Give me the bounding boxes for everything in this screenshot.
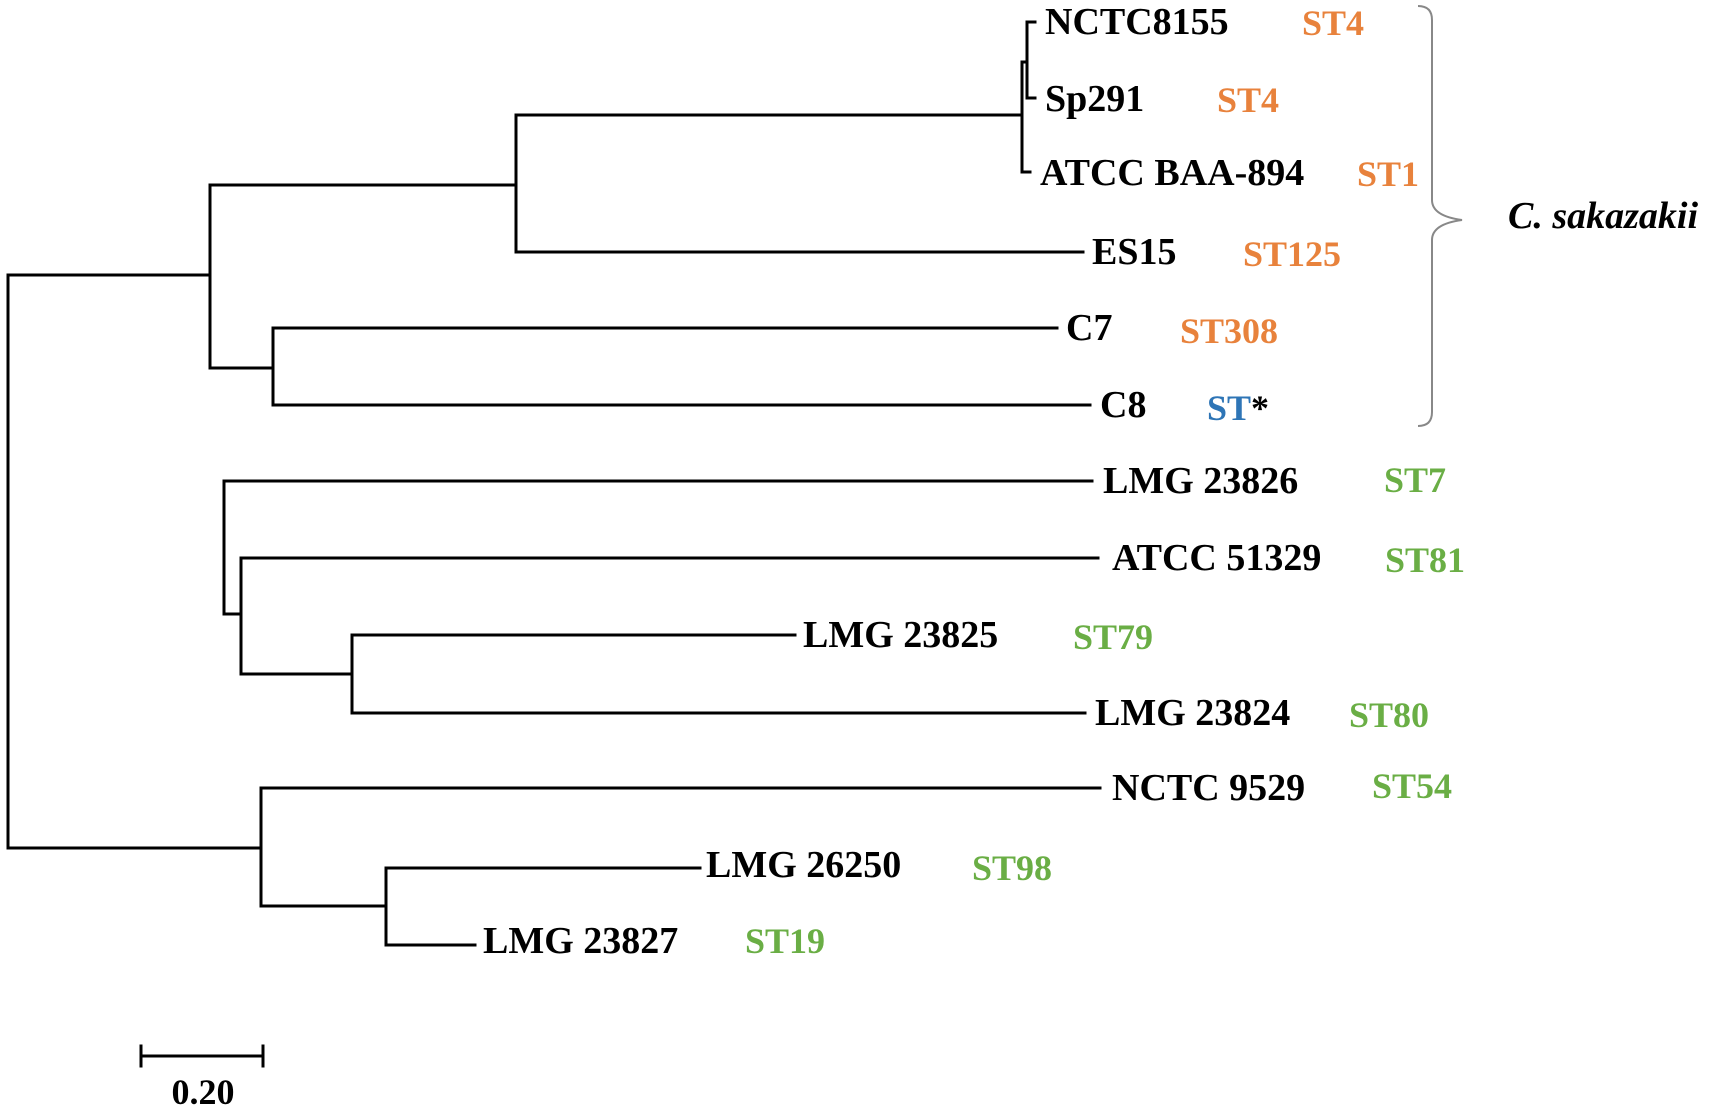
scale-bar-label: 0.20 [172,1072,235,1107]
branch-nctc-sp291 [1025,20,1037,100]
taxon-label: C7 [1066,307,1112,349]
st-label: ST125 [1243,234,1341,274]
st-label: ST4 [1217,80,1279,120]
st-label: ST1 [1357,154,1419,194]
st-label: ST19 [745,921,825,961]
taxon-label: Sp291 [1045,78,1144,120]
st-label: ST7 [1384,460,1446,500]
branch-c7-c8 [271,326,1092,407]
taxon-label: LMG 23824 [1095,692,1290,734]
taxon-label: LMG 23825 [803,614,998,656]
clade-bracket: C. sakazakii [1417,5,1698,427]
taxon-label: ES15 [1092,231,1176,273]
branch-lower-clade-b [259,786,1102,908]
st-label-c8: ST* [1207,388,1269,428]
branch-lower-clade-a [222,479,1094,616]
taxon-label: NCTC8155 [1045,1,1229,43]
st-label: ST79 [1073,617,1153,657]
branch-atcc51329-group [239,556,1100,676]
taxon-label: NCTC 9529 [1112,767,1305,809]
st-label-text: ST [1207,388,1251,428]
st-asterisk: * [1251,388,1269,428]
branch-lmg26250-23827 [384,866,702,947]
st-label: ST80 [1349,695,1429,735]
st-label: ST4 [1302,3,1364,43]
taxon-labels: NCTC8155 ST4 Sp291 ST4 ATCC BAA-894 ST1 … [483,1,1465,962]
branch-sakazakii-clade [208,183,518,370]
root-branch [6,273,263,850]
branch-lmg23825-23824 [350,633,1087,715]
branch-atcc-group [514,113,1085,254]
taxon-label: ATCC 51329 [1112,537,1321,579]
st-label: ST98 [972,848,1052,888]
clade-label: C. sakazakii [1508,195,1698,237]
st-label: ST308 [1180,311,1278,351]
taxon-label: LMG 26250 [706,844,901,886]
taxon-label: LMG 23826 [1103,460,1298,502]
tree-branches [6,20,1102,947]
st-label: ST54 [1372,766,1452,806]
taxon-label: LMG 23827 [483,920,678,962]
scale-bar: 0.20 [139,1044,265,1107]
scale-bar-line [139,1044,265,1068]
taxon-label: C8 [1100,384,1146,426]
taxon-label: ATCC BAA-894 [1040,152,1304,194]
st-label: ST81 [1385,540,1465,580]
bracket-brace [1417,5,1463,427]
